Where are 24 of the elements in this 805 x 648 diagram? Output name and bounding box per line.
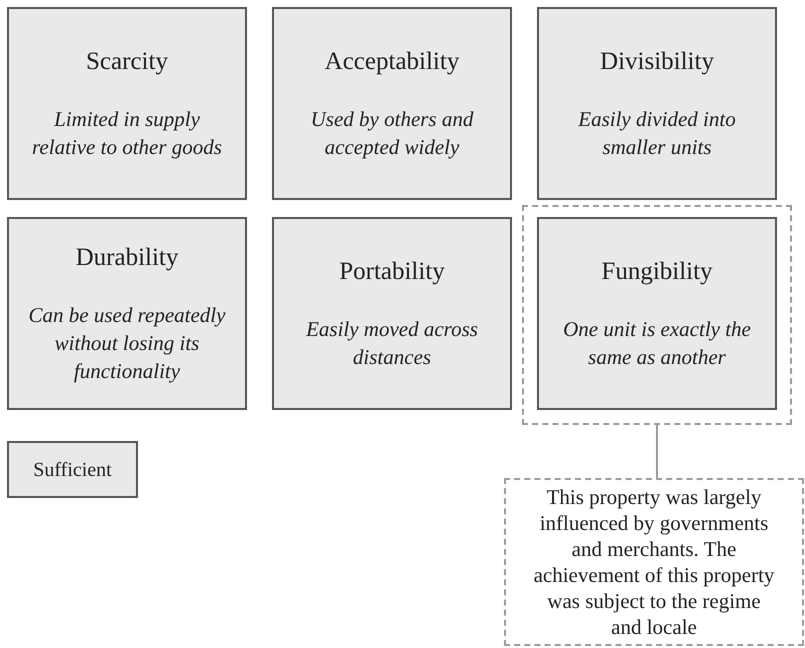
connector-line bbox=[656, 425, 658, 478]
property-title: Divisibility bbox=[600, 46, 714, 76]
property-description: One unit is exactly the same as another bbox=[562, 316, 752, 370]
property-box bbox=[7, 217, 247, 410]
property-title: Portability bbox=[339, 256, 445, 286]
property-title: Scarcity bbox=[86, 46, 168, 76]
property-title: Acceptability bbox=[324, 46, 460, 76]
property-box bbox=[7, 7, 247, 200]
property-box bbox=[7, 441, 138, 498]
property-box bbox=[537, 7, 777, 200]
property-description: Can be used repeatedly without losing its functionality bbox=[28, 302, 226, 384]
note-box bbox=[504, 478, 804, 646]
dashed-frame bbox=[522, 205, 792, 425]
property-title: Sufficient bbox=[33, 458, 112, 482]
property-box bbox=[272, 7, 512, 200]
note-text: This property was largely influenced by governments and merchants. The achievement of this property was subject to the regime and locale bbox=[533, 484, 775, 640]
property-description: Used by others and accepted widely bbox=[310, 106, 474, 160]
property-description: Easily moved across distances bbox=[305, 316, 479, 370]
property-box bbox=[537, 217, 777, 410]
property-description: Easily divided into smaller units bbox=[577, 106, 737, 160]
property-box bbox=[272, 217, 512, 410]
property-title: Fungibility bbox=[601, 256, 713, 286]
property-title: Durability bbox=[76, 242, 178, 272]
property-description: Limited in supply relative to other goods bbox=[31, 106, 223, 160]
